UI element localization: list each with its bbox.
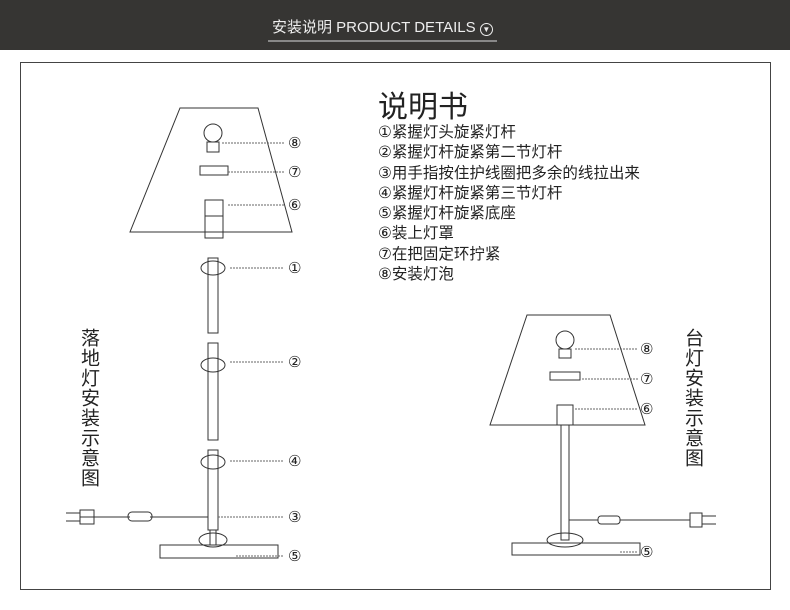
- floor-lamp: ⑧ ⑦ ⑥ ① ② ④ ③ ⑤: [66, 107, 301, 565]
- step: ⑦在把固定环拧紧: [378, 244, 501, 263]
- lamp-base: [159, 544, 279, 559]
- step: ④紧握灯杆旋紧第三节灯杆: [378, 183, 563, 202]
- step: ⑥装上灯罩: [378, 224, 454, 243]
- step: ③用手指按住护线圈把多余的线拉出来: [378, 163, 640, 182]
- label-1: ①: [288, 259, 301, 277]
- label-6: ⑥: [640, 400, 653, 418]
- manual-steps: ①紧握灯头旋紧灯杆 ②紧握灯杆旋紧第二节灯杆 ③用手指按住护线圈把多余的线拉出来…: [378, 122, 640, 284]
- label-5: ⑤: [288, 547, 301, 565]
- step: ②紧握灯杆旋紧第二节灯杆: [378, 143, 563, 162]
- step: ⑧安装灯泡: [378, 265, 454, 284]
- floor-lamp-caption: 落地灯安装示意图: [78, 328, 100, 488]
- fixing-ring: [199, 165, 229, 176]
- section-title[interactable]: 安装说明 PRODUCT DETAILS ▼: [268, 16, 497, 42]
- label-5: ⑤: [640, 543, 653, 561]
- content-frame: [20, 62, 771, 590]
- label-2: ②: [288, 353, 301, 371]
- step: ①紧握灯头旋紧灯杆: [378, 123, 516, 141]
- label-3: ③: [288, 508, 301, 526]
- table-lamp: ⑧ ⑦ ⑥ ⑤: [489, 314, 716, 561]
- lamp-shade: [489, 314, 646, 426]
- bulb-icon: [555, 330, 575, 350]
- label-4: ④: [288, 452, 301, 470]
- pole: [560, 424, 570, 541]
- label-8: ⑧: [640, 340, 653, 358]
- manual-title: 说明书: [378, 90, 468, 125]
- label-7: ⑦: [288, 163, 301, 181]
- fixing-ring: [549, 371, 581, 381]
- section-title-text: 安装说明 PRODUCT DETAILS: [272, 19, 476, 36]
- label-6: ⑥: [288, 196, 301, 214]
- lamp-base: [511, 542, 641, 556]
- bulb-icon: [203, 123, 223, 143]
- pole-2: [207, 342, 219, 441]
- label-7: ⑦: [640, 370, 653, 388]
- chevron-down-circle-icon: ▼: [479, 23, 493, 36]
- pole-1: [207, 257, 219, 334]
- pole-3: [207, 449, 219, 531]
- header-bar: 安装说明 PRODUCT DETAILS ▼: [0, 0, 790, 50]
- lamp-shade: [129, 107, 293, 233]
- label-8: ⑧: [288, 134, 301, 152]
- step: ⑤紧握灯杆旋紧底座: [378, 204, 516, 223]
- table-lamp-caption: 台灯安装示意图: [682, 328, 704, 468]
